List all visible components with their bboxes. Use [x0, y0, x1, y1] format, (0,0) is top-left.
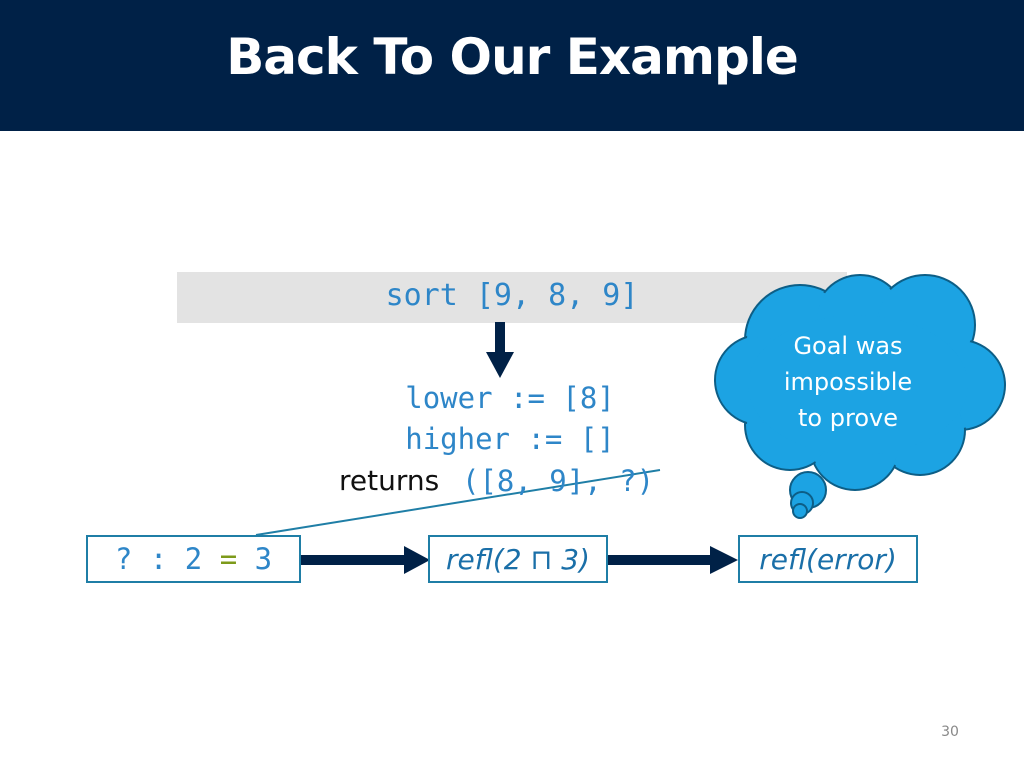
goal-equals: = [219, 542, 238, 576]
refl-error-text: refl(error) [759, 542, 897, 576]
cloud-line-1: Goal was [793, 332, 903, 360]
thought-cloud-fill [717, 277, 1003, 488]
thought-cloud-text: Goal was impossible to prove [758, 328, 938, 436]
refl-meet-text: refl(2 ⊓ 3) [446, 542, 590, 576]
slide-header [0, 0, 1024, 131]
flow-arrow-1-head [404, 546, 430, 574]
down-arrow-head [486, 352, 514, 378]
slide-title: Back To Our Example [226, 28, 799, 86]
lower-assignment: lower := [8] [405, 381, 615, 415]
flow-arrow-2-head [710, 546, 738, 574]
goal-type-lhs: : 2 [132, 542, 220, 576]
flow-arrow-2-shaft [608, 555, 714, 565]
down-arrow-shaft [495, 322, 505, 356]
returns-value: ([8, 9], ?) [462, 464, 655, 498]
higher-assignment: higher := [] [405, 422, 615, 456]
sort-call-text: sort [9, 8, 9] [385, 278, 639, 313]
connector-line [255, 469, 661, 536]
thought-bubble-dots [789, 471, 827, 519]
goal-hole: ? [114, 542, 133, 576]
cloud-line-3: to prove [798, 404, 898, 432]
flow-arrow-1-shaft [300, 555, 408, 565]
returns-label: returns [339, 464, 440, 497]
page-number: 30 [941, 724, 959, 740]
refl-error-box: refl(error) [738, 535, 918, 583]
goal-type-rhs: 3 [237, 542, 273, 576]
cloud-line-2: impossible [783, 368, 913, 396]
goal-box: ? : 2 = 3 [86, 535, 301, 583]
refl-meet-box: refl(2 ⊓ 3) [428, 535, 608, 583]
code-bar: sort [9, 8, 9] [177, 272, 847, 323]
